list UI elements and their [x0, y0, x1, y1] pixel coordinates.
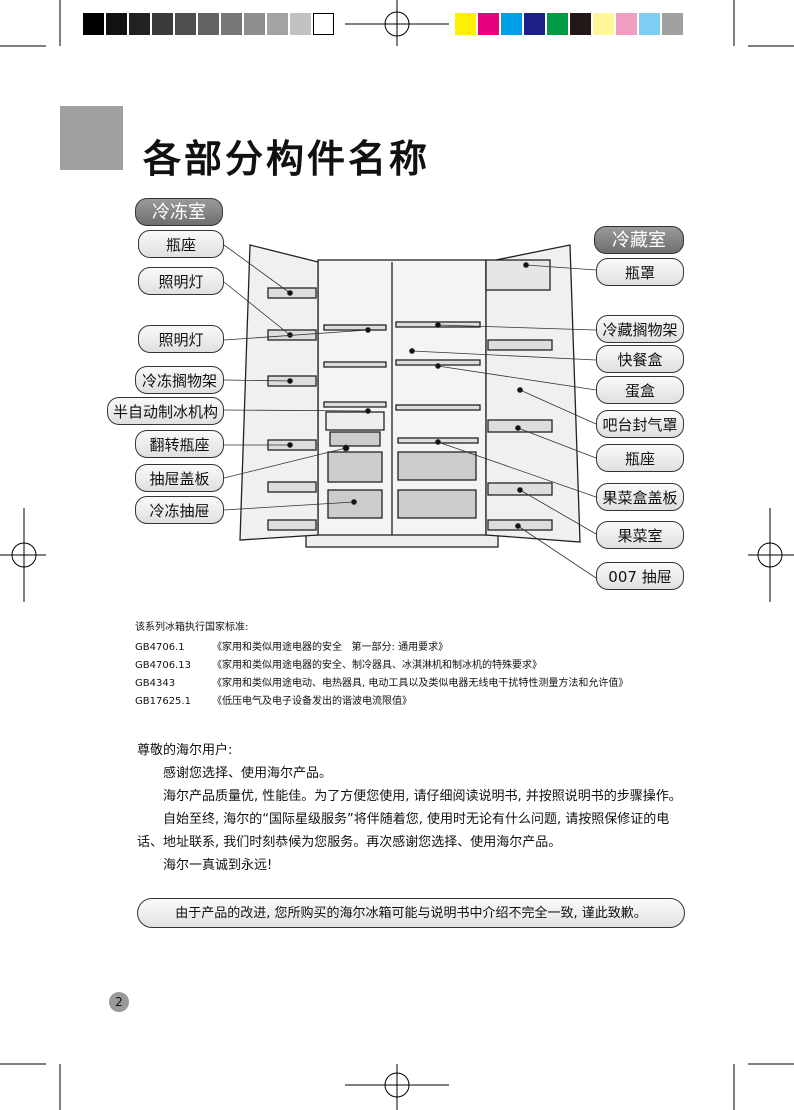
- page-number: 2: [109, 992, 129, 1012]
- standard-code: GB4343: [135, 678, 176, 689]
- page-title: 各部分构件名称: [143, 137, 431, 181]
- color-swatch: [547, 13, 568, 35]
- color-swatch: [524, 13, 545, 35]
- fridge-part-label: 瓶罩: [596, 258, 684, 286]
- fridge-part-label: 果菜室: [596, 521, 684, 549]
- gray-swatch: [221, 13, 242, 35]
- gray-swatch: [244, 13, 265, 35]
- standard-code: GB4706.1: [135, 642, 185, 653]
- letter-paragraph: 自始至终, 海尔的“国际星级服务”将伴随着您, 使用时无论有什么问题, 请按照保…: [137, 812, 670, 850]
- color-swatch: [616, 13, 637, 35]
- standard-name: 《家用和类似用途电器的安全 第一部分: 通用要求》: [212, 642, 449, 653]
- color-swatch: [478, 13, 499, 35]
- gray-swatch: [106, 13, 127, 35]
- freezer-part-label: 冷冻搁物架: [135, 366, 224, 394]
- gray-swatch: [83, 13, 104, 35]
- fridge-part-label: 瓶座: [596, 444, 684, 472]
- gray-swatch: [267, 13, 288, 35]
- notice-banner: 由于产品的改进, 您所购买的海尔冰箱可能与说明书中介绍不完全一致, 谨此致歉。: [137, 898, 685, 928]
- gray-swatch: [290, 13, 311, 35]
- gray-swatch: [175, 13, 196, 35]
- refrigerator-diagram: [223, 244, 597, 579]
- freezer-part-label: 照明灯: [138, 267, 224, 295]
- standard-code: GB17625.1: [135, 696, 191, 707]
- standards-heading: 该系列冰箱执行国家标准:: [135, 622, 249, 633]
- standard-code: GB4706.13: [135, 660, 191, 671]
- color-swatch: [455, 13, 476, 35]
- fridge-part-label: 吧台封气罩: [596, 410, 684, 438]
- standard-name: 《家用和类似用途电器的安全、制冷器具、冰淇淋机和制冰机的特殊要求》: [212, 660, 542, 671]
- freezer-part-label: 半自动制冰机构: [107, 397, 224, 425]
- color-swatch: [593, 13, 614, 35]
- fridge-part-label: 快餐盒: [596, 345, 684, 373]
- freezer-header-label: 冷冻室: [135, 198, 223, 226]
- color-swatch: [639, 13, 660, 35]
- standard-name: 《低压电气及电子设备发出的谐波电流限值》: [212, 696, 412, 707]
- fridge-part-label: 007 抽屉: [596, 562, 684, 590]
- fridge-part-label: 冷藏搁物架: [596, 315, 684, 343]
- letter-paragraph: 海尔产品质量优, 性能佳。为了方便您使用, 请仔细阅读说明书, 并按照说明书的步…: [163, 789, 682, 804]
- color-swatch: [501, 13, 522, 35]
- color-swatch: [662, 13, 683, 35]
- freezer-part-label: 翻转瓶座: [135, 430, 224, 458]
- freezer-part-label: 瓶座: [138, 230, 224, 258]
- standard-name: 《家用和类似用途电动、电热器具, 电动工具以及类似电器无线电干扰特性测量方法和允…: [212, 678, 629, 689]
- gray-swatch: [313, 13, 334, 35]
- section-marker: [60, 106, 123, 170]
- freezer-part-label: 冷冻抽屉: [135, 496, 224, 524]
- freezer-part-label: 照明灯: [138, 325, 224, 353]
- letter-greeting: 尊敬的海尔用户:: [137, 743, 233, 758]
- letter-paragraph: 感谢您选择、使用海尔产品。: [163, 766, 333, 781]
- gray-swatch: [152, 13, 173, 35]
- letter-body: 尊敬的海尔用户: 感谢您选择、使用海尔产品。 海尔产品质量优, 性能佳。为了方便…: [137, 739, 685, 877]
- freezer-part-label: 抽屉盖板: [135, 464, 224, 492]
- gray-swatch: [129, 13, 150, 35]
- fridge-part-label: 蛋盒: [596, 376, 684, 404]
- fridge-header-label: 冷藏室: [594, 226, 684, 254]
- color-swatch: [570, 13, 591, 35]
- gray-swatch: [198, 13, 219, 35]
- fridge-part-label: 果菜盒盖板: [596, 483, 684, 511]
- letter-paragraph: 海尔一真诚到永远!: [163, 858, 273, 873]
